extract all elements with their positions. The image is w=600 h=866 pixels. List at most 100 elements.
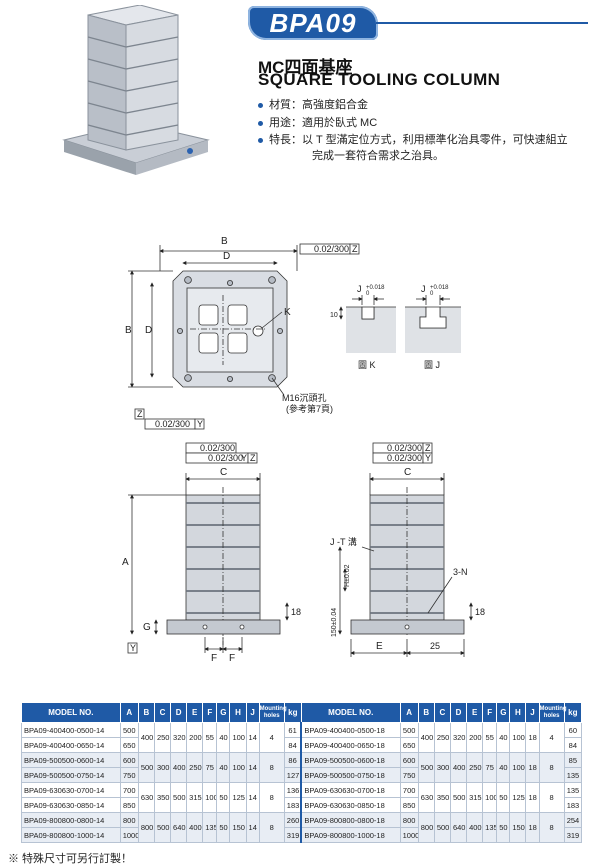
cell-C: 250 xyxy=(153,722,172,753)
model-cell: BPA09-630630-0700-18 xyxy=(300,782,401,798)
cell-G: 50 xyxy=(496,812,511,843)
side-dim-150: 150±0.04 xyxy=(331,608,338,637)
model-cell: BPA09-800800-1000-14 xyxy=(21,827,121,843)
spec-feature: 特長：以 T 型滿定位方式，利用標準化治具零件，可快速組立 xyxy=(258,131,568,147)
spec-value: 高強度鋁合金 xyxy=(302,99,368,111)
cell-D: 400 xyxy=(170,752,188,783)
cell-holes: 8 xyxy=(538,782,565,813)
detail-k-tol: +0.018 xyxy=(366,285,385,291)
col-E: E xyxy=(466,702,484,723)
cell-J: 14 xyxy=(245,752,260,783)
cell-G: 50 xyxy=(216,782,231,813)
model-cell: BPA09-630630-0850-14 xyxy=(21,797,121,813)
cell-G: 40 xyxy=(216,752,231,783)
cell-C: 300 xyxy=(153,752,172,783)
cell-holes: 4 xyxy=(258,722,285,753)
model-cell: BPA09-500500-0750-14 xyxy=(21,767,121,783)
model-cell: BPA09-400400-0650-18 xyxy=(300,737,401,753)
model-cell: BPA09-800800-0800-18 xyxy=(300,812,401,828)
bullet-icon xyxy=(258,120,263,126)
col-G: G xyxy=(496,702,511,723)
detail-j xyxy=(405,295,461,353)
cell-A: 750 xyxy=(119,767,139,783)
cell-B: 800 xyxy=(417,812,435,843)
cell-kg: 254 xyxy=(563,812,583,828)
datum-z-label: Z xyxy=(137,409,143,419)
side-dim-C: C xyxy=(404,467,411,478)
spec-value: 適用於臥式 MC xyxy=(302,117,378,129)
cell-E: 250 xyxy=(466,752,484,783)
front-tol1: 0.02/300 xyxy=(200,443,235,453)
cell-holes: 8 xyxy=(258,782,285,813)
cell-B: 400 xyxy=(417,722,435,753)
spec-feature-cont: 完成一套符合需求之治具。 xyxy=(312,150,444,162)
detail-k xyxy=(339,295,396,353)
model-cell: BPA09-800800-1000-18 xyxy=(300,827,401,843)
cell-A: 500 xyxy=(119,722,139,738)
cell-A: 500 xyxy=(399,722,419,738)
cell-C: 500 xyxy=(433,812,451,843)
detail-j-J: J xyxy=(421,284,426,294)
side-datum-y: Y xyxy=(425,453,431,463)
spec-label: 材質： xyxy=(269,99,302,111)
col-H: H xyxy=(509,702,527,723)
front-dim-F1: F xyxy=(211,653,217,664)
title-english: SQUARE TOOLING COLUMN xyxy=(258,70,501,89)
cell-D: 640 xyxy=(170,812,188,843)
spec-material: 材質：高強度鋁合金 xyxy=(258,96,368,112)
cell-A: 600 xyxy=(119,752,139,768)
cell-kg: 183 xyxy=(563,797,583,813)
cell-A: 850 xyxy=(399,797,419,813)
cell-kg: 319 xyxy=(283,827,302,843)
spec-label: 用途： xyxy=(269,117,302,129)
cell-F: 100 xyxy=(482,782,498,813)
header-rule xyxy=(376,22,588,24)
col-C: C xyxy=(153,702,172,723)
front-dim-C: C xyxy=(220,467,227,478)
col-A: A xyxy=(399,702,419,723)
col-J: J xyxy=(525,702,540,723)
top-view xyxy=(128,243,360,430)
front-dim-A: A xyxy=(122,557,129,568)
cell-B: 630 xyxy=(417,782,435,813)
col-D: D xyxy=(449,702,468,723)
side-jt-slot: J -T 溝 xyxy=(330,536,357,547)
cell-kg: 183 xyxy=(283,797,302,813)
product-photo xyxy=(62,5,210,175)
spec-value: 以 T 型滿定位方式，利用標準化治具零件，可快速組立 xyxy=(302,134,568,146)
cell-C: 500 xyxy=(153,812,172,843)
hole-note: M16沉頭孔 xyxy=(282,393,327,403)
cell-G: 50 xyxy=(496,782,511,813)
cell-D: 640 xyxy=(449,812,468,843)
side-tol1: 0.02/300 xyxy=(387,443,422,453)
technical-drawing: B D B D K 0.02/300 Z 0.02/300 Y Z M16沉頭孔… xyxy=(122,236,485,664)
front-view xyxy=(127,442,289,654)
detail-j-tol: +0.018 xyxy=(430,285,449,291)
bullet-icon xyxy=(258,102,263,108)
spec-table: MODEL NO. A B C D E F G H J Mounting hol… xyxy=(21,702,583,843)
cell-F: 75 xyxy=(482,752,498,783)
datum-y: Y xyxy=(197,419,203,429)
cell-J: 18 xyxy=(525,722,540,753)
col-H: H xyxy=(229,702,247,723)
cell-C: 350 xyxy=(153,782,172,813)
cell-kg: 135 xyxy=(563,767,583,783)
cell-J: 18 xyxy=(525,752,540,783)
datum-z: Z xyxy=(352,244,358,254)
cell-A: 700 xyxy=(119,782,139,798)
tol-top: 0.02/300 xyxy=(314,244,349,254)
model-cell: BPA09-500500-0600-18 xyxy=(300,752,401,768)
product-code-badge: BPA09 xyxy=(248,6,378,40)
cell-kg: 60 xyxy=(563,722,583,738)
dim-B-top: B xyxy=(221,236,228,247)
front-datum-y: Y xyxy=(241,453,247,463)
cell-H: 100 xyxy=(509,752,527,783)
cell-H: 125 xyxy=(229,782,247,813)
spec-usage: 用途：適用於臥式 MC xyxy=(258,114,377,130)
model-cell: BPA09-500500-0600-14 xyxy=(21,752,121,768)
cell-kg: 260 xyxy=(283,812,302,828)
side-dim-18: 18 xyxy=(475,607,485,617)
